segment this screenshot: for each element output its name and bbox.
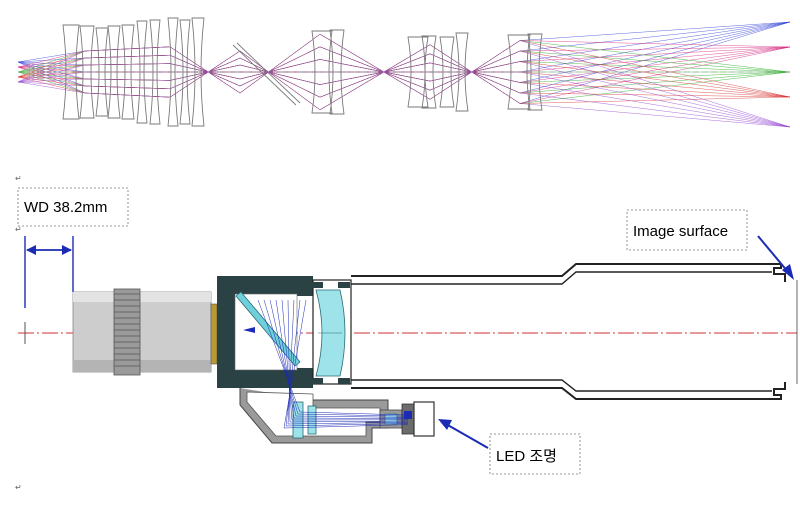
- wd-dimension: [24, 236, 74, 308]
- ray-path: [17, 62, 791, 85]
- illum-ray: [275, 299, 409, 419]
- lens-element: [329, 29, 345, 115]
- illum-ray: [269, 299, 409, 418]
- wd-label: WD 38.2mm: [17, 187, 129, 227]
- ray-path: [17, 44, 791, 128]
- illum-ray: [257, 299, 409, 416]
- ray-path: [17, 21, 791, 98]
- led-label: LED 조명: [489, 433, 581, 475]
- fold-mirror: [232, 44, 297, 106]
- lens-element: [167, 17, 179, 127]
- lens-element: [507, 34, 531, 110]
- lens-element: [421, 35, 437, 109]
- ray-path: [17, 59, 791, 82]
- ray-path: [17, 59, 791, 98]
- ray-bundle: [17, 21, 791, 128]
- illum-ray: [287, 299, 409, 423]
- wd-label-text: WD 38.2mm: [24, 199, 107, 216]
- lens-element: [79, 25, 95, 119]
- lens-element: [439, 36, 455, 108]
- ray-path: [17, 33, 791, 128]
- illum-ray: [263, 299, 409, 417]
- illum-ray: [281, 299, 409, 421]
- para-mark-3: ↵: [15, 483, 22, 492]
- ray-path: [17, 21, 791, 111]
- ray-trace-layout: [17, 17, 791, 128]
- lens-element: [149, 19, 161, 125]
- mechanical-layout: ↵ ↵ ↵ WD 38.2mm: [15, 174, 798, 492]
- image-surface-label-text: Image surface: [633, 223, 728, 240]
- lens-element: [62, 24, 80, 120]
- para-mark-2: ↵: [15, 225, 22, 234]
- ray-path: [17, 53, 791, 128]
- beam-splitter-housing: [217, 276, 313, 388]
- barrel-tube: [351, 263, 786, 400]
- image-surface-arrow: [757, 235, 794, 280]
- lens-element: [407, 36, 429, 108]
- tube-lens-group: [311, 279, 352, 385]
- image-surface-label: Image surface: [626, 209, 748, 251]
- lens-element: [455, 32, 469, 112]
- lens-element: [107, 25, 121, 119]
- lens-element: [191, 17, 205, 127]
- lens-element: [121, 24, 135, 120]
- led-label-text: LED 조명: [496, 448, 557, 465]
- ray-path: [17, 21, 791, 82]
- illumination-rays: [257, 299, 409, 429]
- ray-path: [17, 46, 791, 128]
- lens-element: [527, 33, 543, 111]
- illum-ray: [283, 299, 409, 429]
- lens-elements: [62, 17, 543, 127]
- led-arrow: [438, 419, 489, 449]
- lens-element: [136, 20, 148, 124]
- lens-element: [179, 19, 191, 125]
- beam-splitter-plate: [235, 291, 301, 367]
- para-mark-1: ↵: [15, 174, 22, 183]
- lens-element: [311, 30, 333, 114]
- illum-ray: [285, 299, 409, 427]
- illum-ray: [287, 299, 409, 425]
- objective-lens: [72, 288, 218, 376]
- fold-mirror-back: [236, 42, 301, 104]
